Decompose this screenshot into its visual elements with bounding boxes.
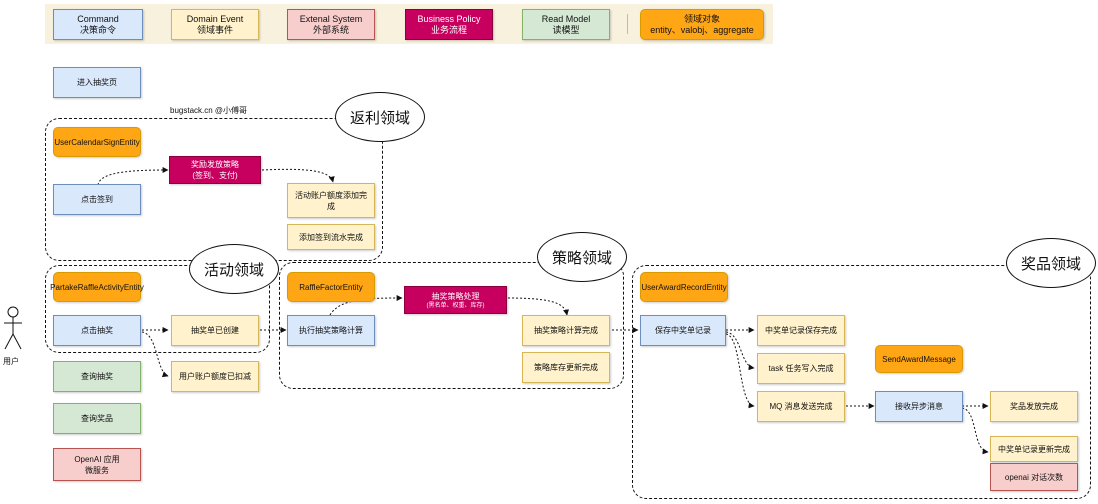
legend-domain-event: Domain Event 领域事件 <box>171 9 259 40</box>
external-openai-dialog-count-label: openai 对话次数 <box>1004 472 1064 482</box>
event-activity-quota-added-line2: 成 <box>327 201 335 211</box>
legend-policy-title: Business Policy <box>417 13 481 24</box>
legend-event-subtitle: 领域事件 <box>196 24 233 35</box>
command-click-sign-in-label: 点击签到 <box>81 195 113 204</box>
user-label: 用户 <box>3 357 19 366</box>
arrow-receive-to-update <box>961 407 989 455</box>
legend-policy-subtitle: 业务流程 <box>430 24 467 35</box>
event-award-record-updated-label: 中奖单记录更新完成 <box>998 444 1070 454</box>
event-activity-quota-added: 活动账户额度添加完 成 <box>287 183 375 218</box>
command-enter-raffle-page[interactable]: 进入抽奖页 <box>53 67 141 98</box>
legend-read-model: Read Model 读模型 <box>522 9 610 40</box>
user-actor-icon <box>4 306 22 350</box>
entity-user-award-record-label: UserAwardRecordEntity <box>641 282 727 292</box>
command-click-raffle[interactable]: 点击抽奖 <box>53 315 141 346</box>
legend-command-subtitle: 决策命令 <box>79 24 116 35</box>
region-activity-domain <box>45 265 270 353</box>
command-enter-raffle-page-label: 进入抽奖页 <box>77 78 117 87</box>
entity-user-calendar-sign-label: UserCalendarSignEntity <box>54 137 140 147</box>
event-strategy-calc-done: 抽奖策略计算完成 <box>522 315 610 346</box>
domain-label-strategy: 策略领域 <box>537 232 627 282</box>
external-openai-app-line2: 微服务 <box>85 465 109 475</box>
event-user-quota-deducted: 用户账户额度已扣减 <box>171 361 259 392</box>
event-user-quota-deducted-label: 用户账户额度已扣减 <box>179 372 251 381</box>
readmodel-query-award-label: 查询奖品 <box>81 414 113 423</box>
domain-label-rebate: 返利领域 <box>335 92 425 142</box>
legend-business-policy: Business Policy 业务流程 <box>405 9 493 40</box>
policy-raffle-strategy-subtitle: (黑名单、权重、库存) <box>426 302 485 309</box>
event-task-written-label: task 任务写入完成 <box>768 364 834 373</box>
external-openai-dialog-count[interactable]: openai 对话次数 <box>990 463 1078 491</box>
event-sign-flow-added: 添加签到流水完成 <box>287 224 375 250</box>
event-raffle-order-created: 抽奖单已创建 <box>171 315 259 346</box>
domain-label-award: 奖品领域 <box>1006 238 1096 288</box>
policy-raffle-strategy-processing: 抽奖策略处理 (黑名单、权重、库存) <box>404 286 507 314</box>
legend-divider <box>627 14 628 34</box>
arrow-raffle-to-quota-deduct <box>141 331 169 378</box>
event-strategy-calc-done-label: 抽奖策略计算完成 <box>534 326 598 335</box>
entity-raffle-factor-label: RaffleFactorEntity <box>299 282 363 292</box>
legend-external-title: Extenal System <box>299 13 363 24</box>
command-click-raffle-label: 点击抽奖 <box>81 326 113 335</box>
region-strategy-domain <box>279 262 624 389</box>
policy-reward-distribution: 奖励发放策略 (签到、支付) <box>169 156 261 184</box>
legend-command: Command 决策命令 <box>53 9 143 40</box>
command-click-sign-in[interactable]: 点击签到 <box>53 184 141 215</box>
command-receive-async-message[interactable]: 接收异步消息 <box>875 391 963 422</box>
event-mq-message-sent: MQ 消息发送完成 <box>757 391 845 422</box>
event-award-distributed: 奖品发放完成 <box>990 391 1078 422</box>
command-execute-raffle-strategy[interactable]: 执行抽奖策略计算 <box>287 315 375 346</box>
event-mq-message-sent-label: MQ 消息发送完成 <box>769 402 833 411</box>
external-openai-app[interactable]: OpenAI 应用 微服务 <box>53 448 141 481</box>
legend-external-subtitle: 外部系统 <box>312 24 349 35</box>
event-strategy-stock-updated-label: 策略库存更新完成 <box>534 363 598 372</box>
event-activity-quota-added-line1: 活动账户额度添加完 <box>295 190 367 200</box>
legend-aggregate-title: 领域对象 <box>683 13 720 24</box>
event-sign-flow-added-label: 添加签到流水完成 <box>299 232 363 242</box>
command-save-award-record-label: 保存中奖单记录 <box>655 326 711 335</box>
region-award-domain <box>632 265 1091 499</box>
legend-aggregate: 领域对象 entity、valobj、aggregate <box>640 9 764 40</box>
policy-reward-distribution-subtitle: (签到、支付) <box>192 171 238 180</box>
policy-raffle-strategy-title: 抽奖策略处理 <box>431 291 480 301</box>
entity-send-award-message: SendAwardMessage <box>875 345 963 373</box>
entity-raffle-factor: RaffleFactorEntity <box>287 272 375 302</box>
readmodel-query-raffle-label: 查询抽奖 <box>81 372 113 381</box>
legend-external-system: Extenal System 外部系统 <box>287 9 375 40</box>
arrow-save-to-task <box>725 331 755 371</box>
readmodel-query-award[interactable]: 查询奖品 <box>53 403 141 434</box>
policy-reward-distribution-title: 奖励发放策略 <box>191 160 239 169</box>
entity-partake-raffle-activity: PartakeRaffleActivityEntity <box>50 272 144 302</box>
legend-command-title: Command <box>77 13 119 24</box>
legend-aggregate-subtitle: entity、valobj、aggregate <box>650 24 754 35</box>
event-task-written: task 任务写入完成 <box>757 353 845 384</box>
external-openai-app-line1: OpenAI 应用 <box>74 454 120 464</box>
command-execute-raffle-strategy-label: 执行抽奖策略计算 <box>299 326 363 335</box>
watermark-text: bugstack.cn @小傅哥 <box>170 106 248 115</box>
entity-send-award-message-label: SendAwardMessage <box>882 354 956 364</box>
legend-readmodel-subtitle: 读模型 <box>552 24 580 35</box>
event-award-record-saved: 中奖单记录保存完成 <box>757 315 845 346</box>
legend-readmodel-title: Read Model <box>541 13 591 24</box>
domain-label-activity: 活动领域 <box>189 244 279 294</box>
entity-user-calendar-sign: UserCalendarSignEntity <box>53 127 141 157</box>
event-award-distributed-label: 奖品发放完成 <box>1010 402 1058 411</box>
entity-partake-raffle-activity-label: PartakeRaffleActivityEntity <box>50 282 144 292</box>
command-save-award-record[interactable]: 保存中奖单记录 <box>640 315 726 346</box>
event-strategy-stock-updated: 策略库存更新完成 <box>522 352 610 383</box>
legend-event-title: Domain Event <box>186 13 244 24</box>
event-award-record-updated: 中奖单记录更新完成 <box>990 436 1078 462</box>
arrow-save-to-mq <box>725 333 755 409</box>
readmodel-query-raffle[interactable]: 查询抽奖 <box>53 361 141 392</box>
command-receive-async-message-label: 接收异步消息 <box>895 402 943 411</box>
entity-user-award-record: UserAwardRecordEntity <box>640 272 728 302</box>
event-award-record-saved-label: 中奖单记录保存完成 <box>765 326 837 335</box>
event-raffle-order-created-label: 抽奖单已创建 <box>191 326 239 335</box>
